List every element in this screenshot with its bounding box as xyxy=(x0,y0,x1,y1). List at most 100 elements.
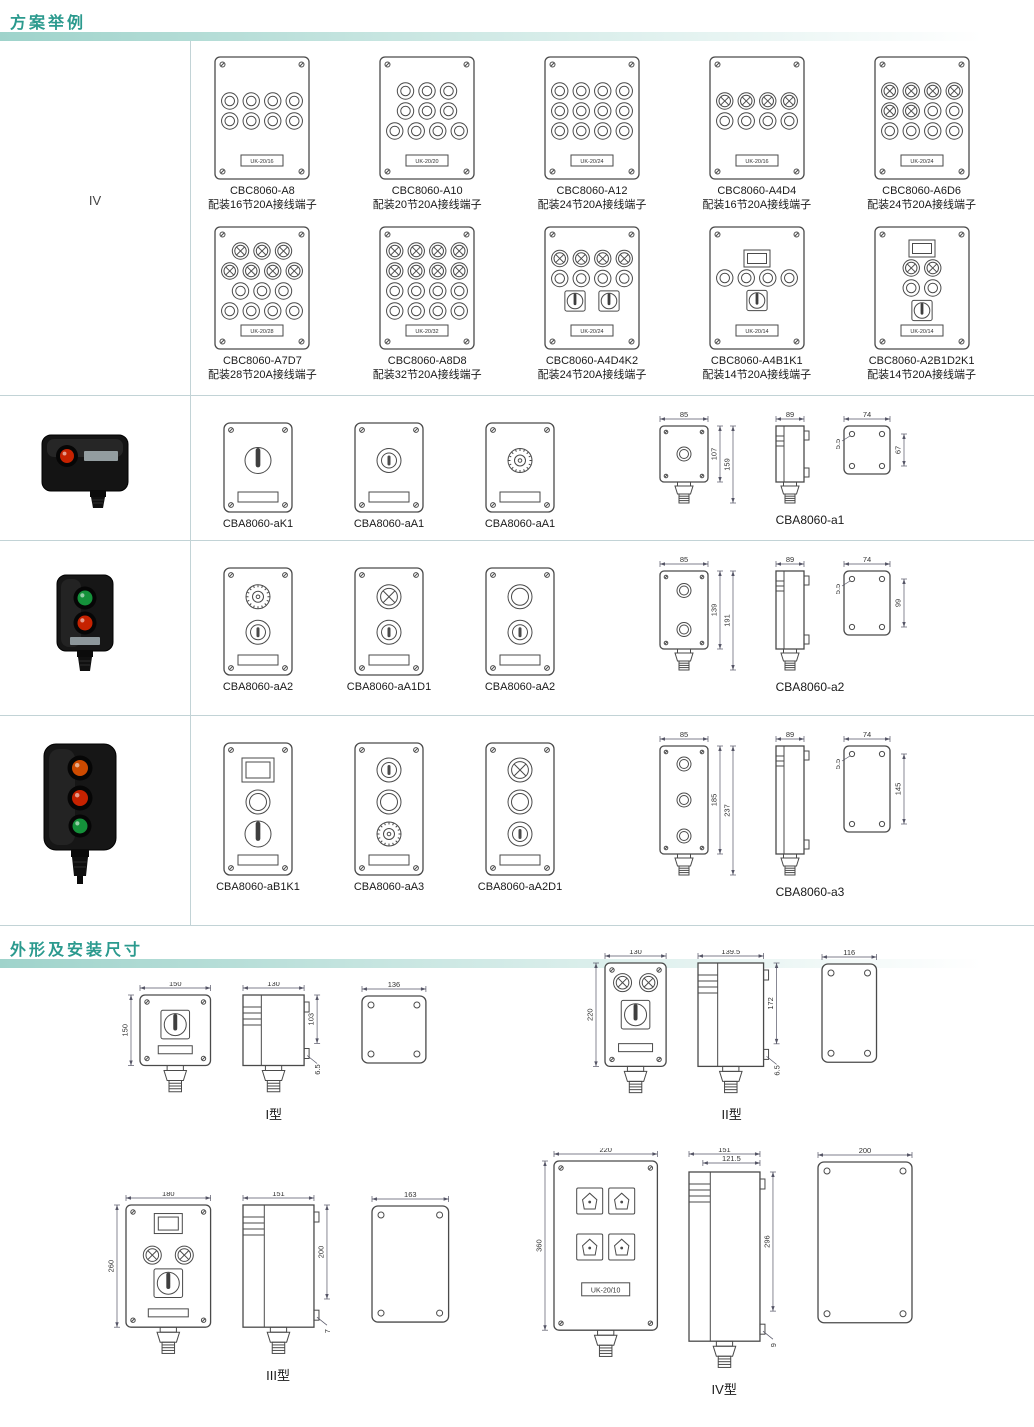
dimension-label: 220 xyxy=(585,1008,594,1021)
cbc-panel-drawing: UK-20/20 xyxy=(379,56,475,180)
dimension-label: 185 xyxy=(710,794,719,807)
cba-panel-drawing xyxy=(485,742,555,876)
dimension-label: 74 xyxy=(863,557,871,564)
terminal-block-tag: UK-20/14 xyxy=(910,329,933,335)
terminal-block-tag: UK-20/24 xyxy=(580,329,603,335)
dimension-label: 139 xyxy=(710,604,719,617)
cbc-panel-drawing: UK-20/16 xyxy=(214,56,311,180)
product-model-label: CBC8060-A4B1K1 xyxy=(710,355,803,367)
dimension-label: 89 xyxy=(786,412,794,419)
type-label: II型 xyxy=(721,1107,742,1123)
product-model-label: CBC8060-A8D8 xyxy=(387,355,467,367)
station-variant: CBA8060-aB1K1 xyxy=(196,740,320,894)
dimension-label: 220 xyxy=(599,1148,612,1154)
cba-panel-drawing xyxy=(223,567,293,676)
terminal-block-tag: UK-20/32 xyxy=(416,329,439,335)
dimension-label: 180 xyxy=(162,1192,175,1198)
cbc-panel-drawing: UK-20/14 xyxy=(873,226,970,350)
station-variant: CBA8060-aA1 xyxy=(327,420,451,531)
terminal-block-tag: UK-20/28 xyxy=(251,329,274,335)
terminal-block-tag: UK-20/16 xyxy=(745,159,768,165)
dimension-label: 121.5 xyxy=(722,1154,741,1163)
product-model-label: CBC8060-A4D4 xyxy=(717,185,797,197)
product-model-label: CBC8060-A6D6 xyxy=(882,185,962,197)
dimension-label: 145 xyxy=(894,783,903,796)
product-model-label: CBC8060-A8 xyxy=(229,185,295,197)
dimension-label: 130 xyxy=(629,950,642,956)
hole-diameter-label: 7 xyxy=(323,1329,332,1333)
product-photo-three-button xyxy=(43,743,117,884)
station-variant: CBA8060-aA2 xyxy=(196,565,320,694)
dimension-label: 296 xyxy=(763,1235,772,1248)
station-variant: CBA8060-aA2 xyxy=(458,565,582,694)
type-back-drawing: 163 xyxy=(370,1192,449,1323)
type-label: IV型 xyxy=(711,1382,737,1398)
cba-panel-drawing xyxy=(223,422,293,513)
cbc-panel-drawing: UK-20/24 xyxy=(544,226,640,350)
cbc-panel-drawing: UK-20/14 xyxy=(709,226,805,350)
cba-panel-drawing xyxy=(354,422,424,513)
front-view-drawing: 85 139 191 xyxy=(659,557,736,671)
cbc-panel-drawing: UK-20/16 xyxy=(709,56,805,180)
station-variant: CBA8060-aK1 xyxy=(196,420,320,531)
product-model-label: CBC8060-A10 xyxy=(391,185,463,197)
product-terminal-note: 配装32节20A接线端子 xyxy=(372,369,482,381)
type-back-drawing: 200 xyxy=(817,1148,914,1324)
dimension-label: 103 xyxy=(306,1013,315,1026)
station-variant: CBA8060-aA1D1 xyxy=(327,565,451,694)
dimension-label: 139.5 xyxy=(722,950,741,956)
dimension-label: 151 xyxy=(272,1192,285,1198)
product-model-label: CBC8060-A12 xyxy=(556,185,628,197)
dimension-label: 99 xyxy=(894,599,903,607)
dimension-label: 200 xyxy=(859,1148,872,1155)
station-model-label: CBA8060-aK1 xyxy=(222,518,294,530)
cba-panel-drawing xyxy=(485,567,555,676)
cba-panel-drawing xyxy=(354,742,424,876)
dimension-label: 191 xyxy=(723,614,732,627)
dimension-label: 163 xyxy=(404,1192,417,1199)
hole-diameter-label: 5.5 xyxy=(836,584,842,594)
dimension-label: 67 xyxy=(894,446,903,454)
type-front-drawing: 130 220 xyxy=(585,950,667,1094)
dimension-label: 237 xyxy=(723,804,732,817)
station-model-label: CBA8060-aA1D1 xyxy=(346,681,432,693)
section-title-schemes: 方案举例 xyxy=(10,15,87,32)
cbc-panel-drawing: UK-20/24 xyxy=(544,56,640,180)
dimension-label: 150 xyxy=(121,1024,130,1037)
side-view-drawing: 89 xyxy=(775,732,810,876)
product-terminal-note: 配装14节20A接线端子 xyxy=(702,369,812,381)
station-variant: CBA8060-aA1 xyxy=(458,420,582,531)
section-title-dimensions: 外形及安装尺寸 xyxy=(10,942,144,959)
product-model-label: CBC8060-A4D4K2 xyxy=(545,355,639,367)
type-front-drawing: 150 150 xyxy=(121,982,212,1093)
dimension-label: 150 xyxy=(169,982,182,988)
station-model-label: CBA8060-aA2 xyxy=(222,681,294,693)
dimension-label: 85 xyxy=(680,557,688,564)
terminal-block-tag: UK-20/24 xyxy=(910,159,933,165)
cbc-panel-drawing: UK-20/32 xyxy=(379,226,475,350)
product-terminal-note: 配装16节20A接线端子 xyxy=(702,199,812,211)
cbc-panel-drawing: UK-20/28 xyxy=(214,226,311,350)
dimension-label: 172 xyxy=(766,997,775,1010)
hole-diameter-label: 9 xyxy=(769,1343,778,1347)
side-view-drawing: 89 xyxy=(775,412,810,504)
